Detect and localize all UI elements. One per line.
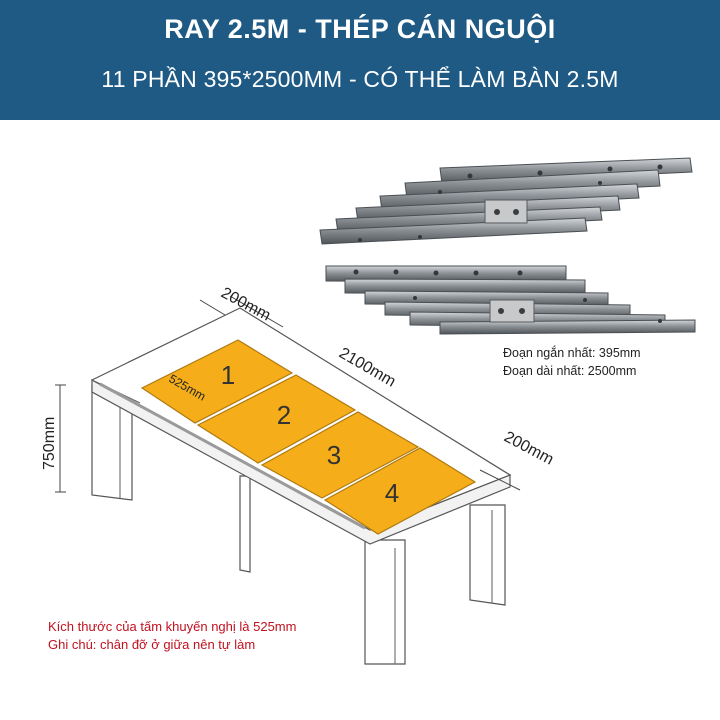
table-leg-back	[469, 504, 506, 606]
panel-3	[260, 411, 420, 499]
panel-1-number: 1	[221, 360, 235, 390]
panel-2	[196, 374, 357, 464]
panel-1	[140, 339, 294, 424]
note-middle-leg: Ghi chú: chân đỡ ở giữa nên tự làm	[48, 637, 256, 652]
note-panel-size: Kích thước của tấm khuyến nghị là 525mm	[48, 619, 297, 634]
spec-longest: Đoạn dài nhất: 2500mm	[503, 364, 637, 378]
spec-shortest: Đoạn ngắn nhất: 395mm	[503, 346, 641, 360]
dim-right-end: 200mm	[501, 429, 556, 469]
slide-rail-lower	[325, 265, 696, 335]
table-leg-middle	[239, 475, 251, 573]
header-banner: RAY 2.5M - THÉP CÁN NGUỘI 11 PHẦN 395*25…	[0, 0, 720, 120]
table-leg-front	[364, 539, 406, 665]
panel-4	[323, 447, 477, 535]
banner-title: RAY 2.5M - THÉP CÁN NGUỘI	[164, 14, 556, 44]
panel-4-number: 4	[385, 478, 399, 508]
banner-subtitle: 11 PHẦN 395*2500MM - CÓ THỂ LÀM BÀN 2.5M	[101, 66, 619, 92]
panel-3-number: 3	[327, 440, 341, 470]
panel-2-number: 2	[277, 400, 291, 430]
slide-rail-upper	[319, 157, 693, 245]
table-drawing	[55, 295, 521, 665]
dim-height: 750mm	[41, 417, 58, 470]
